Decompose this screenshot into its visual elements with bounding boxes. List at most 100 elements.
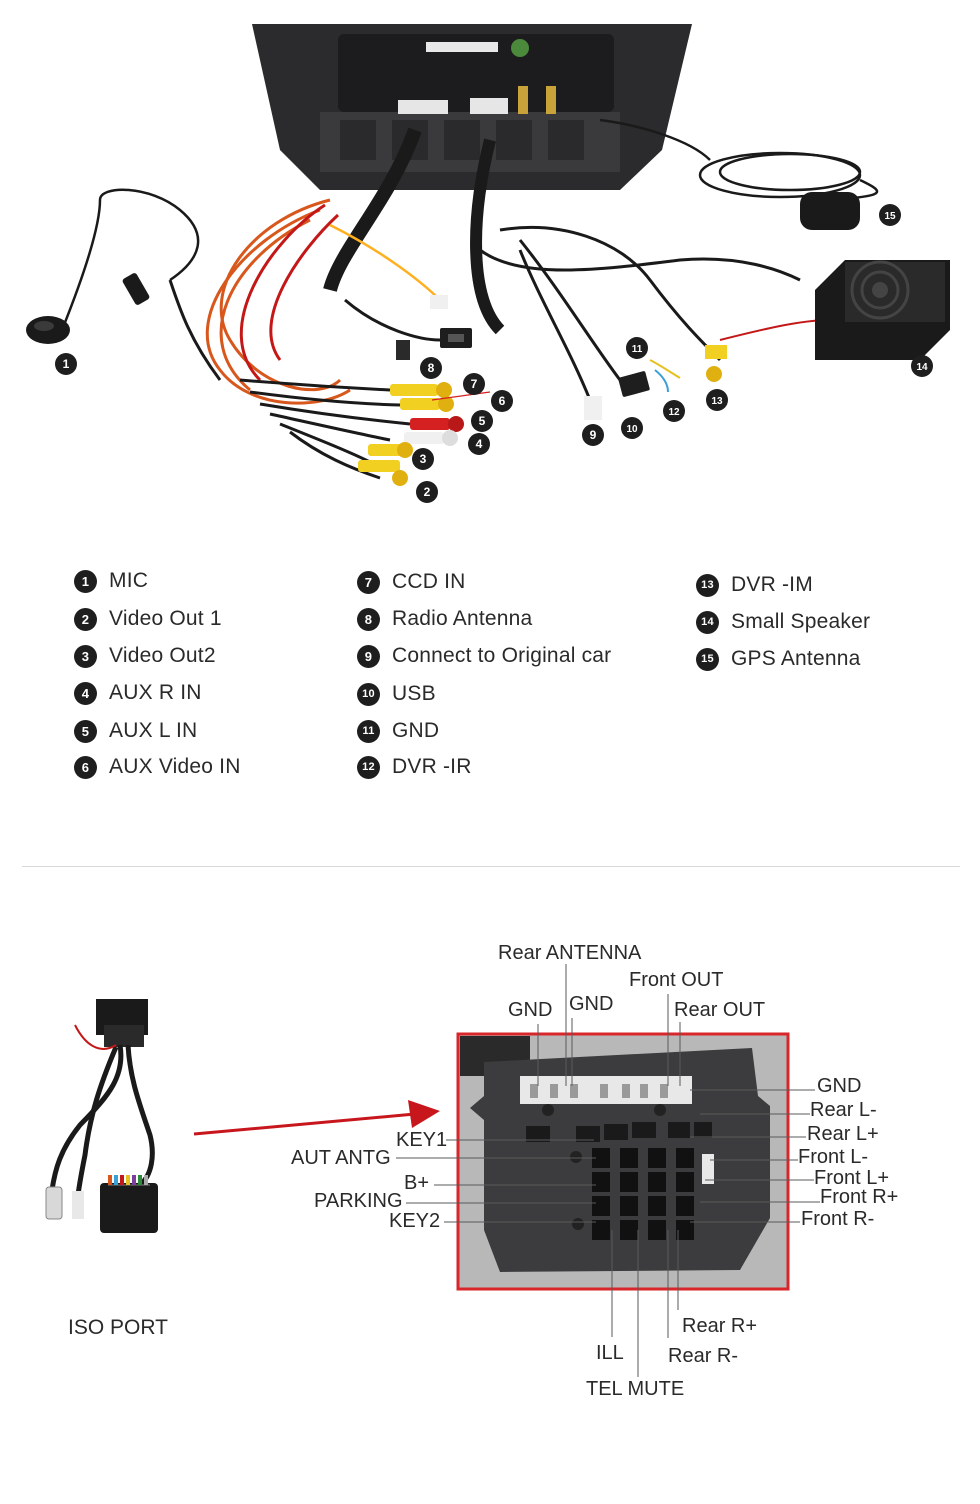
photo-badge-3: 3: [412, 448, 434, 470]
legend-label: Small Speaker: [731, 610, 871, 633]
legend-item-9: 9 Connect to Original car: [357, 644, 611, 668]
svg-text:14: 14: [916, 362, 928, 373]
photo-badge-1: 1: [55, 353, 77, 375]
photo-badge-9: 9: [582, 424, 604, 446]
legend-item-15: 15 GPS Antenna: [696, 647, 860, 671]
photo-badge-6: 6: [491, 390, 513, 412]
pin-label-b-plus: B+: [404, 1172, 430, 1194]
pin-label-front-l-plus: Front L+: [814, 1167, 890, 1189]
legend-badge: 13: [696, 573, 719, 597]
iso-harness-photo: [45, 999, 158, 1233]
pin-label-rear-r-minus: Rear R-: [668, 1345, 739, 1367]
legend-label: AUX R IN: [109, 681, 202, 704]
svg-text:2: 2: [424, 485, 431, 499]
legend-item-7: 7 CCD IN: [357, 570, 466, 594]
legend-label: Radio Antenna: [392, 607, 533, 630]
gps-antenna-shape: [800, 192, 860, 230]
pin-label-aut-antg: AUT ANTG: [291, 1147, 391, 1169]
svg-text:5: 5: [479, 414, 486, 428]
photo-badge-11: 11: [626, 337, 648, 359]
legend-badge: 9: [357, 644, 380, 668]
legend-badge: 10: [357, 682, 380, 706]
connector-closeup: [396, 964, 820, 1377]
legend-label: Connect to Original car: [392, 644, 612, 667]
svg-text:3: 3: [420, 452, 427, 466]
legend-item-3: 3 Video Out2: [74, 644, 216, 668]
legend-badge: 14: [696, 610, 719, 634]
legend-item-12: 12 DVR -IR: [357, 755, 472, 779]
legend-item-4: 4 AUX R IN: [74, 681, 202, 705]
head-unit-back-box: [338, 34, 614, 112]
pin-label-gnd-mid: GND: [569, 993, 614, 1015]
legend-item-8: 8 Radio Antenna: [357, 607, 532, 631]
legend-label: AUX L IN: [109, 719, 198, 742]
pin-label-rear-r-plus: Rear R+: [682, 1315, 758, 1337]
pin-label-key1: KEY1: [396, 1129, 448, 1151]
svg-text:9: 9: [590, 428, 597, 442]
pin-label-rear-antenna: Rear ANTENNA: [498, 942, 642, 964]
legend-badge: 2: [74, 607, 97, 631]
legend-label: GND: [392, 719, 440, 742]
head-unit-photo: 1 2 3 4 5 6 7 8 9 10 11 12 13 14 15: [26, 24, 950, 503]
photo-badge-8: 8: [420, 357, 442, 379]
pin-label-front-r-minus: Front R-: [801, 1208, 875, 1230]
legend-badge: 1: [74, 569, 97, 593]
pointer-arrow: [193, 1100, 440, 1136]
legend-badge: 11: [357, 719, 380, 743]
legend-label: DVR -IM: [731, 573, 813, 596]
legend-label: GPS Antenna: [731, 647, 861, 670]
legend-label: Video Out 1: [109, 607, 222, 630]
svg-text:6: 6: [499, 394, 506, 408]
legend-label: CCD IN: [392, 570, 466, 593]
pin-label-parking: PARKING: [314, 1190, 403, 1212]
legend-item-6: 6 AUX Video IN: [74, 755, 241, 779]
photo-badge-5: 5: [471, 410, 493, 432]
pin-label-ill: ILL: [596, 1342, 624, 1364]
photo-badge-10: 10: [621, 417, 643, 439]
photo-badge-7: 7: [463, 373, 485, 395]
legend-badge: 8: [357, 607, 380, 631]
legend-label: MIC: [109, 569, 149, 592]
pin-label-front-out: Front OUT: [629, 969, 724, 991]
legend-badge: 3: [74, 644, 97, 668]
pin-label-tel-mute: TEL MUTE: [586, 1378, 685, 1400]
legend-label: AUX Video IN: [109, 755, 241, 778]
pin-label-rear-l-plus: Rear L+: [807, 1123, 879, 1145]
iso-port-label: ISO PORT: [68, 1316, 168, 1339]
svg-text:10: 10: [626, 424, 638, 435]
svg-text:13: 13: [711, 396, 723, 407]
legend-item-1: 1 MIC: [74, 569, 148, 593]
pin-label-gnd-left: GND: [508, 999, 553, 1021]
legend-badge: 6: [74, 755, 97, 779]
photo-badge-4: 4: [468, 433, 490, 455]
pin-label-front-l-minus: Front L-: [798, 1146, 869, 1168]
svg-text:4: 4: [476, 437, 483, 451]
pin-label-front-r-plus: Front R+: [820, 1186, 899, 1208]
legend-badge: 15: [696, 647, 719, 671]
pin-label-rear-out: Rear OUT: [674, 999, 766, 1021]
legend-label: Video Out2: [109, 644, 216, 667]
pin-label-gnd-right: GND: [817, 1075, 862, 1097]
pin-label-key2: KEY2: [389, 1210, 441, 1232]
legend-item-11: 11 GND: [357, 719, 439, 743]
svg-text:12: 12: [668, 407, 680, 418]
legend-item-13: 13 DVR -IM: [696, 573, 813, 597]
svg-text:7: 7: [471, 377, 478, 391]
legend-label: USB: [392, 682, 436, 705]
legend-badge: 12: [357, 755, 380, 779]
legend-item-2: 2 Video Out 1: [74, 607, 222, 631]
legend-badge: 4: [74, 681, 97, 705]
speaker-shape: [815, 260, 950, 360]
photo-badge-12: 12: [663, 400, 685, 422]
svg-text:15: 15: [884, 211, 896, 222]
photo-badge-13: 13: [706, 389, 728, 411]
pin-label-rear-l-minus: Rear L-: [810, 1099, 877, 1121]
legend-label: DVR -IR: [392, 755, 472, 778]
legend-item-10: 10 USB: [357, 682, 436, 706]
svg-text:8: 8: [428, 361, 435, 375]
photo-badge-14: 14: [911, 355, 933, 377]
legend-badge: 7: [357, 570, 380, 594]
photo-badges: 1 2 3 4 5 6 7 8 9 10 11 12 13 14 15: [55, 204, 933, 503]
